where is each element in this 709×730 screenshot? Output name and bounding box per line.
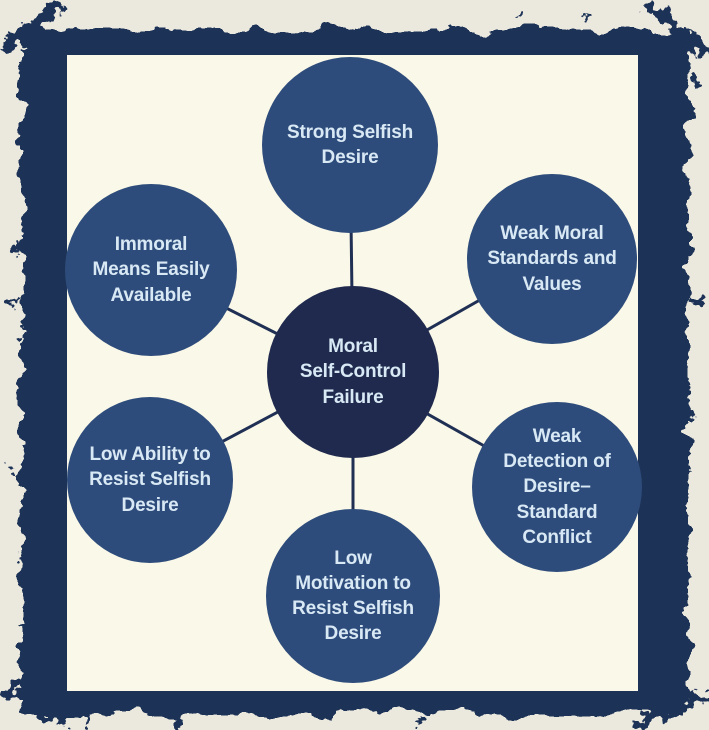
node-moral-self-control-failure: Moral Self-Control Failure: [267, 286, 439, 458]
node-label: Weak Moral Standards and Values: [487, 223, 617, 295]
node-label: Low Ability to Resist Selfish Desire: [89, 444, 211, 516]
node-strong-selfish-desire: Strong Selfish Desire: [262, 57, 438, 233]
node-label: Weak Detection of Desire– Standard Confl…: [503, 426, 611, 548]
node-label: Immoral Means Easily Available: [92, 234, 210, 306]
node-low-ability-resist: Low Ability to Resist Selfish Desire: [67, 397, 233, 563]
node-label: Strong Selfish Desire: [287, 121, 413, 168]
node-weak-detection-conflict: Weak Detection of Desire– Standard Confl…: [472, 402, 642, 572]
node-label: Moral Self-Control Failure: [299, 336, 407, 408]
node-low-motivation-resist: Low Motivation to Resist Selfish Desire: [266, 509, 440, 683]
node-label: Low Motivation to Resist Selfish Desire: [292, 547, 414, 645]
paint-splatter: [3, 1, 709, 729]
node-immoral-means-available: Immoral Means Easily Available: [65, 184, 237, 356]
node-weak-moral-standards-values: Weak Moral Standards and Values: [467, 174, 637, 344]
